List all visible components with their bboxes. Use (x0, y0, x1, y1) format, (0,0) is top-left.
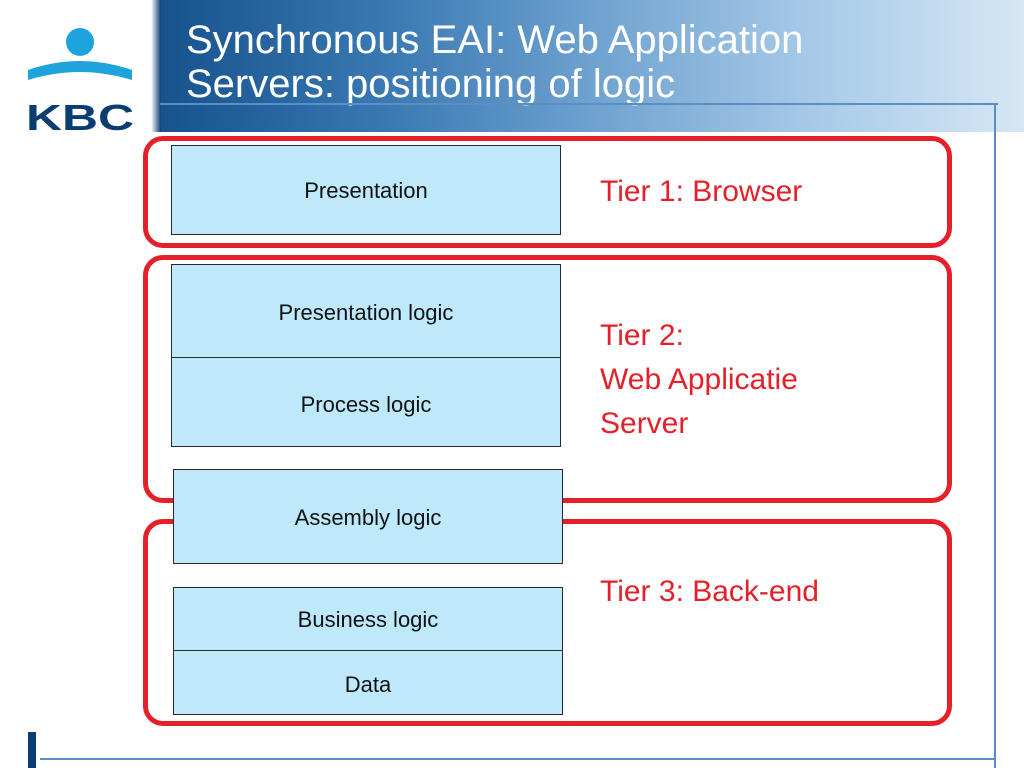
tier-2-label: Tier 2: Web Applicatie Server (600, 314, 798, 446)
data-label: Data (344, 672, 392, 697)
logo-head-icon (66, 28, 94, 56)
tier-3-label-line-1: Tier 3: Back-end (600, 575, 819, 608)
presentation-box: Presentation (171, 145, 561, 235)
assembly-logic-label: Assembly logic (294, 505, 442, 530)
frame-line-bottom (40, 758, 996, 760)
page-title-line-2: Servers: positioning of logic (186, 62, 676, 106)
logo-text: KBC (26, 97, 134, 132)
header-banner (0, 0, 1024, 132)
business-logic-box: Business logic (173, 587, 563, 651)
logo-figure-icon (28, 61, 132, 80)
tier-2-label-line-3: Server (600, 407, 689, 440)
business-logic-label: Business logic (297, 607, 439, 632)
tier-2-label-line-1: Tier 2: (600, 319, 684, 352)
page-title-line-1: Synchronous EAI: Web Application (186, 18, 804, 62)
process-logic-box: Process logic (171, 357, 561, 447)
frame-line-right (994, 103, 996, 768)
frame-line-top (160, 103, 998, 105)
tier-1-label: Tier 1: Browser (600, 170, 802, 214)
tier-3-label: Tier 3: Back-end (600, 570, 819, 614)
presentation-logic-box: Presentation logic (171, 264, 561, 358)
presentation-logic-label: Presentation logic (278, 300, 454, 325)
tier-2-label-line-2: Web Applicatie (600, 363, 798, 396)
kbc-logo: KBC (26, 28, 134, 132)
page-title: Synchronous EAI: Web Application Servers… (186, 18, 986, 106)
presentation-label: Presentation (304, 178, 428, 203)
frame-line-left (28, 732, 36, 768)
assembly-logic-box: Assembly logic (173, 469, 563, 564)
process-logic-label: Process logic (300, 392, 432, 417)
data-box: Data (173, 650, 563, 715)
tier-1-label-line-1: Tier 1: Browser (600, 175, 803, 208)
